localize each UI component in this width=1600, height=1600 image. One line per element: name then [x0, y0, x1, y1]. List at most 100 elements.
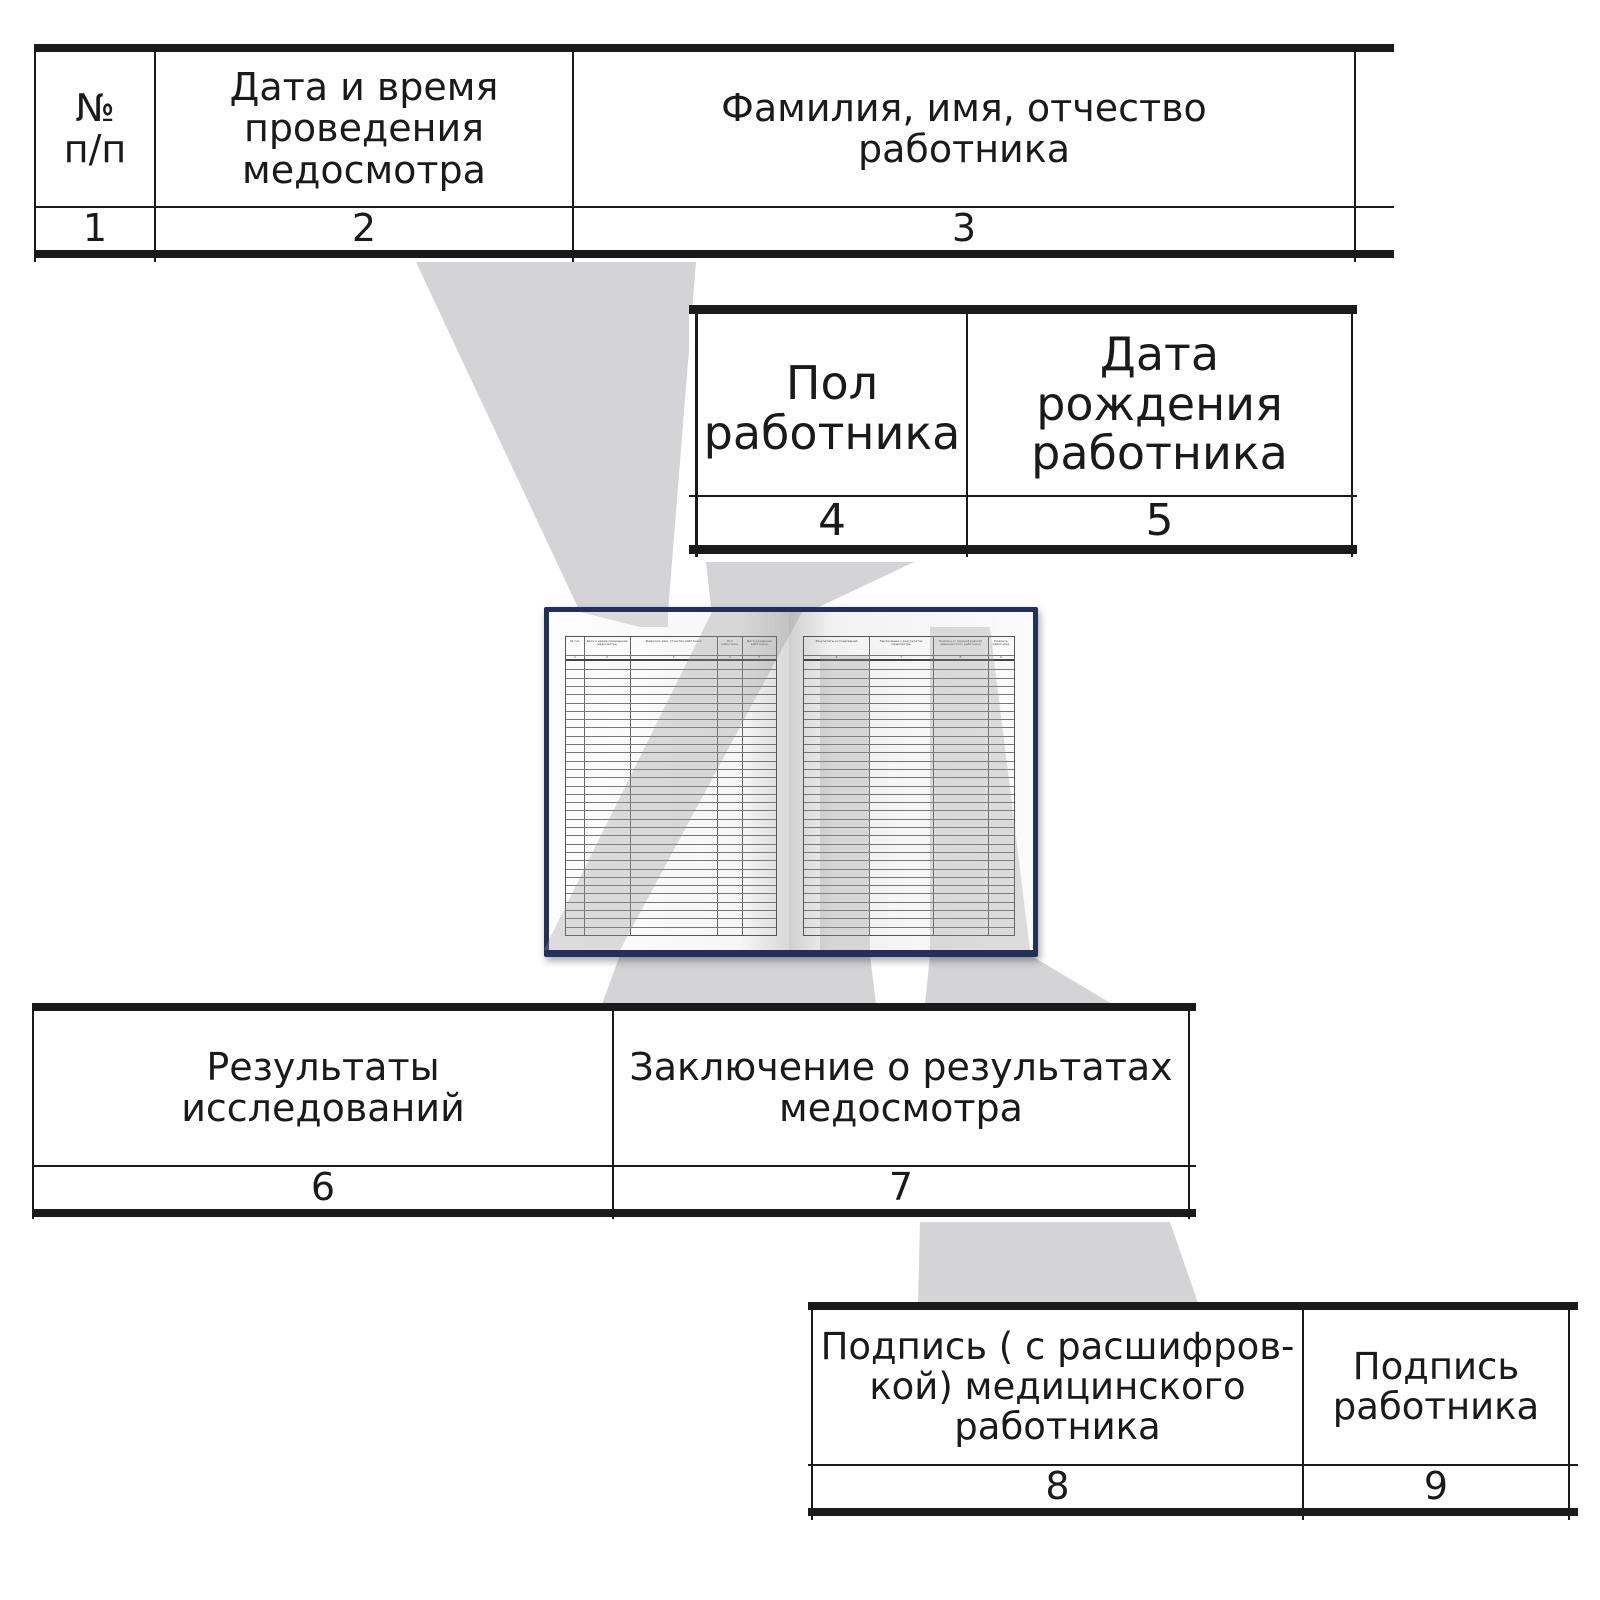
mini-row-line [566, 810, 776, 812]
mini-row-line [566, 893, 776, 895]
col-number-4: 4 [818, 495, 846, 547]
mini-row-line [566, 818, 776, 820]
mini-row-line [804, 827, 1014, 829]
col-line [811, 1306, 813, 1520]
col-number-3: 3 [951, 206, 977, 251]
header-line: Результаты [206, 1044, 440, 1089]
mini-row-line [566, 868, 776, 870]
mini-row-line [804, 768, 1014, 770]
beam-top-to-book [416, 262, 696, 612]
top-border [808, 1302, 1578, 1310]
header-line: исследований [181, 1086, 465, 1130]
col-line [572, 48, 574, 262]
col-line [612, 1007, 614, 1219]
mini-row-line [804, 744, 1014, 746]
header-line: медосмотра [779, 1086, 1023, 1130]
header-line: кой) медицинского [869, 1365, 1246, 1409]
header-line: медосмотра [242, 147, 486, 192]
top-border [34, 44, 1394, 52]
mini-row-line [804, 719, 1014, 721]
mini-row-line [804, 785, 1014, 787]
header-line: Подпись [1352, 1345, 1520, 1389]
mini-row-line [804, 835, 1014, 837]
mini-row-line [804, 810, 1014, 812]
mini-row-line [566, 719, 776, 721]
col-line [154, 48, 156, 262]
mini-row-line [566, 876, 776, 878]
beam-middle-to-book [706, 562, 914, 615]
top-border [689, 305, 1357, 314]
mini-row-line [804, 851, 1014, 853]
mini-row-line [566, 918, 776, 920]
mini-col-number: 2 [605, 655, 608, 659]
col-number-1: 1 [82, 206, 108, 251]
mini-col-header: Подпись работника [992, 640, 1010, 646]
mini-row-line [804, 885, 1014, 887]
mini-row-line [804, 727, 1014, 729]
bottom-border [32, 1209, 1196, 1217]
col-number-7: 7 [888, 1165, 914, 1210]
bottom-border [808, 1508, 1578, 1516]
mini-row-line [804, 710, 1014, 712]
col-line [695, 309, 698, 557]
mini-row-line [566, 793, 776, 795]
mini-row-line [804, 793, 1014, 795]
header-line: работника [703, 405, 961, 460]
bottom-border [689, 545, 1357, 554]
mini-col-header: № п/п [570, 640, 580, 643]
mini-row-line [804, 777, 1014, 779]
col-line [1354, 48, 1356, 262]
mini-row-line [566, 910, 776, 912]
mini-col-number: 8 [959, 655, 962, 659]
mini-row-line [566, 777, 776, 779]
col-number-8: 8 [1045, 1464, 1070, 1509]
col-line [1188, 1007, 1190, 1219]
mini-row-line [804, 893, 1014, 895]
mini-row-line [804, 918, 1014, 920]
header-line: работника [954, 1404, 1161, 1448]
mini-row-line [566, 760, 776, 762]
top-border [32, 1003, 1196, 1011]
header-line: Фамилия, имя, отчество [721, 85, 1207, 130]
mini-col-number: 5 [758, 655, 761, 659]
mini-row-line [566, 677, 776, 679]
col-line [32, 1007, 34, 1219]
mini-row-line [566, 768, 776, 770]
mini-row-line [804, 752, 1014, 754]
beam-book-to-bottom-left-a [602, 955, 876, 1004]
header-line: работника [1031, 426, 1288, 481]
col-number-5: 5 [1145, 495, 1174, 547]
header-line: п/п [63, 127, 127, 171]
mini-row-line [566, 727, 776, 729]
header-line: № [75, 85, 115, 130]
header-divider [689, 495, 1357, 497]
mini-row-line [566, 851, 776, 853]
col-number-9: 9 [1423, 1464, 1449, 1509]
mini-row-line [804, 926, 1014, 928]
mini-col-header: Фамилия, имя, отчество работника [645, 640, 702, 643]
col-line [1568, 1306, 1570, 1520]
col-number-6: 6 [310, 1165, 336, 1210]
mini-col-number: 6 [835, 655, 838, 659]
mini-row-line [804, 910, 1014, 912]
mini-row-line [804, 694, 1014, 696]
mini-row-line [804, 876, 1014, 878]
mini-col-header: Дата и время проведения медосмотра [586, 640, 628, 646]
header-divider [34, 206, 1394, 208]
beam-bottom-left-to-bottom-right [918, 1222, 1198, 1303]
mini-header-line [804, 655, 1014, 656]
mini-row-line [566, 843, 776, 845]
header-line: рождения [1036, 376, 1283, 431]
header-divider [32, 1165, 1196, 1167]
